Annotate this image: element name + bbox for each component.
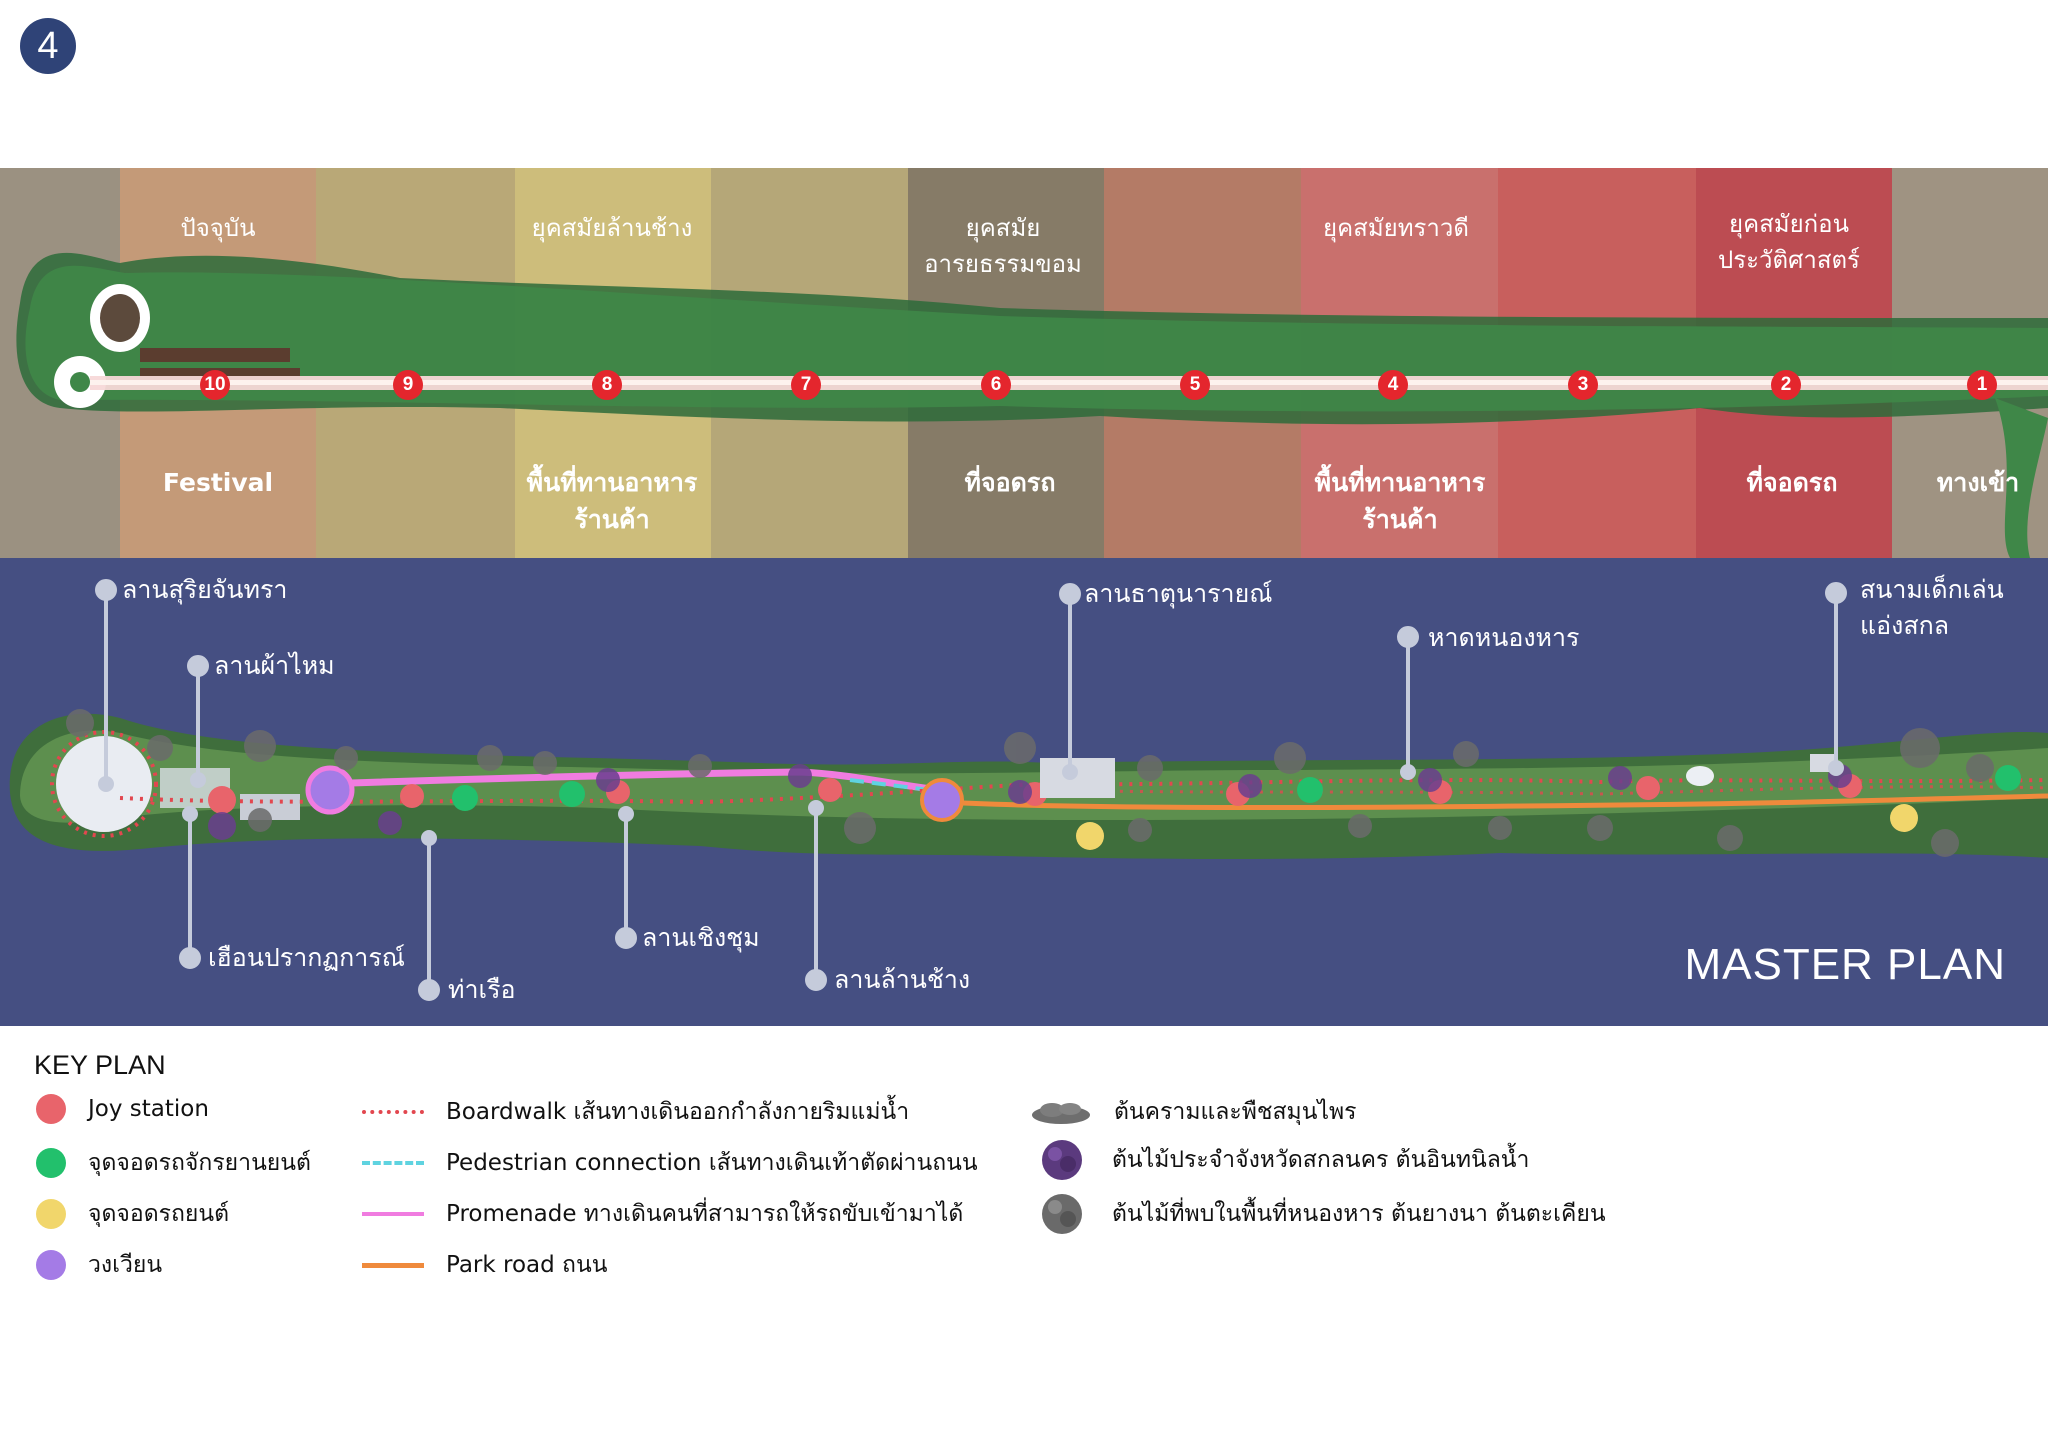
purple-tree-icon <box>1042 1140 1082 1180</box>
station-marker: 1 <box>1967 370 1997 400</box>
park-road-line-swatch <box>362 1262 424 1268</box>
era-label: ยุคสมัยก่อน ประวัติศาสตร์ <box>1718 210 1860 274</box>
zone-label: ที่จอดรถ <box>964 468 1056 497</box>
master-plan-title: MASTER PLAN <box>1684 940 2006 989</box>
era-label: ยุคสมัย อารยธรรมขอม <box>924 214 1082 278</box>
grey-tree-icon <box>1042 1194 1082 1234</box>
promenade-line-swatch <box>362 1212 424 1216</box>
legend-pedestrian: Pedestrian connection เส้นทางเดินเท้าตัด… <box>362 1145 978 1181</box>
legend-label: ต้นไม้ที่พบในพื้นที่หนองหาร ต้นยางนา ต้น… <box>1112 1201 1606 1227</box>
zone-label: ที่จอดรถ <box>1746 468 1838 497</box>
callout-label: สนามเด็กเล่น แอ่งสกล <box>1860 575 2004 640</box>
legend-label: Joy station <box>88 1096 209 1122</box>
zone-label: Festival <box>162 468 274 497</box>
station-marker: 2 <box>1771 370 1801 400</box>
key-plan-title: KEY PLAN <box>34 1050 166 1080</box>
station-marker: 9 <box>393 370 423 400</box>
zone-label: ทางเข้า <box>1936 468 2020 497</box>
legend-label: ต้นไม้ประจำจังหวัดสกลนคร ต้นอินทนิลน้ำ <box>1112 1147 1530 1173</box>
legend-label: วงเวียน <box>88 1252 163 1278</box>
callout-label: ลานธาตุนารายณ์ <box>1084 579 1273 608</box>
callout-label: เฮือนปรากฏการณ์ <box>208 943 405 972</box>
pedestrian-line-swatch <box>362 1161 424 1165</box>
zone-label: พื้นที่ทานอาหาร ร้านค้า <box>526 468 698 534</box>
station-marker: 5 <box>1180 370 1210 400</box>
motorcycle-parking-swatch <box>36 1148 66 1178</box>
legend-label: Park road ถนน <box>446 1252 608 1278</box>
roundabout-swatch <box>36 1250 66 1280</box>
station-marker: 3 <box>1568 370 1598 400</box>
legend-joy-station: Joy station <box>36 1094 209 1124</box>
legend-roundabout: วงเวียน <box>36 1247 162 1283</box>
master-plan-panel: ลานสุริยจันทรา ลานผ้าไหม ลานธาตุนารายณ์ … <box>0 558 2048 1026</box>
legend-label: Pedestrian connection เส้นทางเดินเท้าตัด… <box>446 1150 978 1176</box>
station-marker: 4 <box>1378 370 1408 400</box>
callout-label: หาดหนองหาร <box>1428 623 1580 652</box>
callout-label: ลานล้านช้าง <box>834 965 971 994</box>
era-label: ปัจจุบัน <box>180 214 256 242</box>
page-number-badge: 4 <box>20 18 76 74</box>
car-parking-swatch <box>36 1199 66 1229</box>
legend-label: จุดจอดรถจักรยานยนต์ <box>88 1150 311 1176</box>
station-marker: 8 <box>592 370 622 400</box>
callout-label: ลานผ้าไหม <box>214 651 335 680</box>
shrub-icon <box>1032 1103 1090 1124</box>
legend-motorcycle-parking: จุดจอดรถจักรยานยนต์ <box>36 1145 311 1181</box>
timeline-strip: ปัจจุบัน ยุคสมัยล้านช้าง ยุคสมัย อารยธรร… <box>0 168 2048 558</box>
callout-label: ลานเชิงชุม <box>642 923 760 952</box>
station-marker: 10 <box>200 370 230 400</box>
joy-station-swatch <box>36 1094 66 1124</box>
callout-label: ลานสุริยจันทรา <box>122 575 288 604</box>
legend-grey-tree: ต้นไม้ที่พบในพื้นที่หนองหาร ต้นยางนา ต้น… <box>1040 1192 1606 1236</box>
legend-label: ต้นครามและพืชสมุนไพร <box>1114 1099 1357 1125</box>
timeline-site-drawing <box>16 253 2048 558</box>
station-marker: 6 <box>981 370 1011 400</box>
legend-label: Promenade ทางเดินคนที่สามารถให้รถขับเข้า… <box>446 1201 964 1227</box>
boardwalk-line-swatch <box>362 1110 424 1114</box>
era-label: ยุคสมัยทราวดี <box>1323 214 1469 242</box>
legend-shrub: ต้นครามและพืชสมุนไพร <box>1030 1094 1357 1130</box>
station-marker: 7 <box>791 370 821 400</box>
legend-label: Boardwalk เส้นทางเดินออกกำลังกายริมแม่น้… <box>446 1099 910 1125</box>
legend-label: จุดจอดรถยนต์ <box>88 1201 230 1227</box>
legend-purple-tree: ต้นไม้ประจำจังหวัดสกลนคร ต้นอินทนิลน้ำ <box>1040 1138 1529 1182</box>
master-plan-drawing <box>9 579 2048 1001</box>
zone-label: พื้นที่ทานอาหาร ร้านค้า <box>1314 468 1486 534</box>
legend-park-road: Park road ถนน <box>362 1247 607 1283</box>
era-label: ยุคสมัยล้านช้าง <box>531 214 693 242</box>
legend-promenade: Promenade ทางเดินคนที่สามารถให้รถขับเข้า… <box>362 1196 963 1232</box>
callout-label: ท่าเรือ <box>448 975 516 1004</box>
legend-boardwalk: Boardwalk เส้นทางเดินออกกำลังกายริมแม่น้… <box>362 1094 909 1130</box>
legend-car-parking: จุดจอดรถยนต์ <box>36 1196 229 1232</box>
